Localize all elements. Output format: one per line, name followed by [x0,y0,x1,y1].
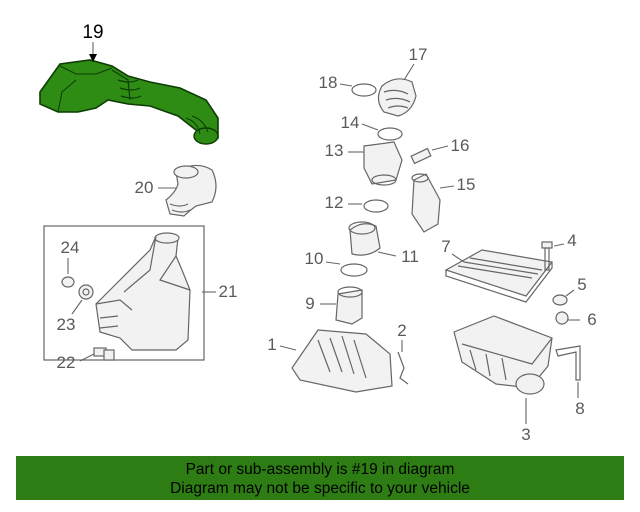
callout-6[interactable]: 6 [587,310,596,329]
callout-23[interactable]: 23 [57,315,76,334]
callout-13[interactable]: 13 [325,141,344,160]
callout-12[interactable]: 12 [325,193,344,212]
leader-7 [451,253,465,263]
part-6-insulator[interactable] [555,311,569,325]
callout-11[interactable]: 11 [401,247,419,266]
part-4-bolt[interactable] [541,241,553,271]
leader-16 [431,145,449,151]
callout-9[interactable]: 9 [305,294,314,313]
callout-21[interactable]: 21 [219,282,238,301]
part-1-air-cleaner-cover[interactable] [291,329,393,393]
leader-15 [439,185,455,189]
part-14-clamp[interactable] [377,127,403,141]
part-8-bracket[interactable] [555,345,581,381]
leader-22 [79,353,95,362]
callout-10[interactable]: 10 [305,249,324,268]
callout-17[interactable]: 17 [409,45,428,64]
leader-17 [403,63,415,81]
part-18-clamp[interactable] [351,83,377,97]
part-3-air-cleaner-case[interactable] [453,315,553,395]
leader-4 [553,243,565,247]
part-5-grommet[interactable] [552,294,568,306]
part-16-clip[interactable] [410,147,432,165]
part-12-clamp[interactable] [363,199,389,213]
part-7-air-filter[interactable] [444,249,554,303]
callout-14[interactable]: 14 [341,113,360,132]
callout-8[interactable]: 8 [575,399,584,418]
leader-5 [565,289,575,297]
callout-16[interactable]: 16 [451,136,470,155]
part-9-adapter[interactable] [335,286,363,325]
part-22-bolt[interactable] [93,347,115,361]
part-11-sensor[interactable] [348,221,381,256]
leader-19-arrow [89,54,97,62]
leader-10 [325,261,341,265]
part-19-intake-duct[interactable] [39,59,219,145]
callout-18[interactable]: 18 [319,73,338,92]
callout-19[interactable]: 19 [82,22,103,43]
part-15-hose[interactable] [411,173,441,233]
part-10-clamp[interactable] [340,263,368,277]
callout-22[interactable]: 22 [57,353,76,372]
callout-5[interactable]: 5 [577,275,586,294]
info-banner: Part or sub-assembly is #19 in diagram D… [16,456,624,500]
callout-3[interactable]: 3 [521,425,530,444]
info-banner-line2: Diagram may not be specific to your vehi… [170,480,470,497]
callout-15[interactable]: 15 [457,175,476,194]
part-24-grommet[interactable] [61,276,75,288]
callout-2[interactable]: 2 [397,321,406,340]
callout-1[interactable]: 1 [267,335,276,354]
leader-11 [377,251,397,257]
part-20-elbow[interactable] [165,164,217,217]
leader-1 [279,345,297,351]
leader-14 [361,123,379,131]
leader-18 [339,83,353,87]
callout-20[interactable]: 20 [135,178,154,197]
leader-23 [71,299,83,315]
info-banner-line1: Part or sub-assembly is #19 in diagram [185,461,455,478]
part-13-adapter[interactable] [363,141,403,186]
part-2-clip[interactable] [397,351,409,385]
part-21-resonator[interactable] [95,232,191,351]
part-23-clip[interactable] [78,284,94,300]
part-17-throttle-hose[interactable] [377,78,417,117]
callout-4[interactable]: 4 [567,231,576,250]
assembly-box-21 [43,225,205,361]
callout-24[interactable]: 24 [61,238,80,257]
callout-7[interactable]: 7 [441,237,450,256]
